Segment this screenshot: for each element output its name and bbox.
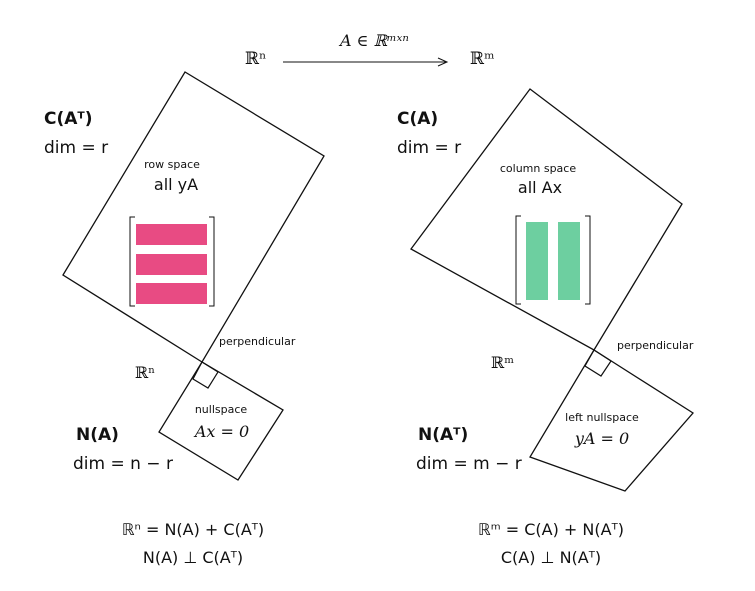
right-matrix-bracket-open — [515, 215, 521, 305]
row-bar-2 — [136, 254, 207, 275]
row-space-symbol: C(Aᵀ) — [44, 109, 92, 129]
column-space-dim: dim = r — [397, 138, 461, 158]
row-space-dim: dim = r — [44, 138, 108, 158]
nullspace-box — [158, 361, 284, 481]
right-perpendicular-label: perpendicular — [617, 339, 694, 352]
column-space-title: column space — [500, 162, 576, 175]
column-bar-2 — [558, 222, 580, 300]
row-space-subtitle: all yA — [154, 175, 198, 194]
left-matrix-bracket-open — [129, 216, 135, 307]
nullspace-dim: dim = n − r — [73, 454, 173, 474]
row-space-title: row space — [144, 158, 200, 171]
right-space-label: ℝᵐ — [491, 353, 514, 372]
nullspace-symbol: N(A) — [76, 425, 119, 445]
map-arrow-head — [437, 57, 449, 67]
left-equation-orthogonal: N(A) ⊥ C(Aᵀ) — [143, 548, 243, 567]
left-right-angle-marker — [192, 361, 219, 389]
row-bar-3 — [136, 283, 207, 304]
column-space-symbol: C(A) — [397, 109, 438, 129]
left-nullspace-title: left nullspace — [565, 411, 639, 424]
row-space-box — [62, 71, 325, 363]
column-bar-1 — [526, 222, 548, 300]
domain-label: ℝⁿ — [245, 49, 266, 69]
column-space-box — [410, 88, 683, 351]
left-equation-sum: ℝⁿ = N(A) + C(Aᵀ) — [122, 520, 264, 539]
map-label: A ∈ ℝᵐˣⁿ — [338, 31, 409, 50]
column-space-subtitle: all Ax — [518, 178, 562, 197]
left-nullspace-dim: dim = m − r — [416, 454, 522, 474]
nullspace-equation: Ax = 0 — [193, 422, 249, 441]
left-nullspace-box — [529, 349, 694, 492]
left-nullspace-equation: yA = 0 — [574, 429, 629, 448]
row-bar-1 — [136, 224, 207, 245]
left-nullspace-symbol: N(Aᵀ) — [418, 425, 468, 445]
right-right-angle-marker — [584, 349, 612, 377]
left-perpendicular-label: perpendicular — [219, 335, 296, 348]
left-space-label: ℝⁿ — [135, 363, 155, 382]
codomain-label: ℝᵐ — [470, 49, 495, 69]
nullspace-title: nullspace — [195, 403, 248, 416]
right-equation-sum: ℝᵐ = C(A) + N(Aᵀ) — [478, 520, 624, 539]
right-matrix-bracket-close — [585, 215, 591, 305]
left-matrix-bracket-close — [209, 216, 215, 307]
right-equation-orthogonal: C(A) ⊥ N(Aᵀ) — [501, 548, 601, 567]
